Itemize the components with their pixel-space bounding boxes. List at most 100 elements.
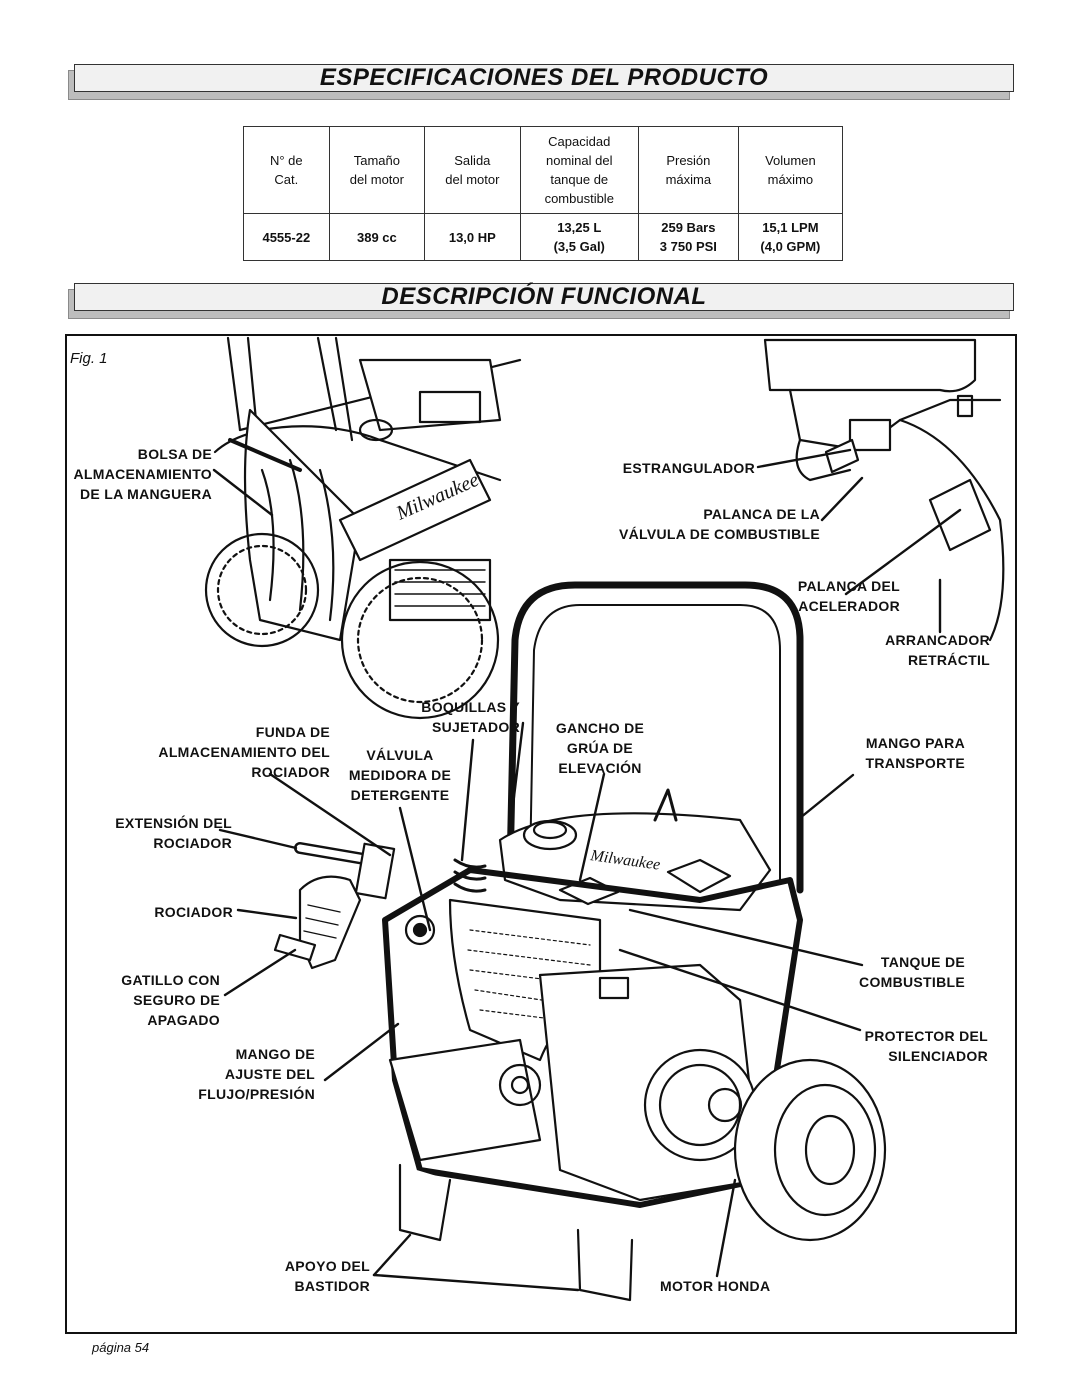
label-flow-pressure-knob: MANGO DE AJUSTE DEL FLUJO/PRESIÓN xyxy=(180,1044,315,1104)
label-line: ROCIADOR xyxy=(251,764,330,780)
label-muffler-guard: PROTECTOR DEL SILENCIADOR xyxy=(830,1026,988,1066)
label-line: RETRÁCTIL xyxy=(907,652,990,668)
cell-line: (3,5 Gal) xyxy=(553,239,605,254)
label-line: MOTOR HONDA xyxy=(660,1278,771,1294)
label-line: COMBUSTIBLE xyxy=(859,974,965,990)
label-line: SILENCIADOR xyxy=(888,1048,988,1064)
header-line: Tamaño xyxy=(353,153,400,168)
header-engine-size: Tamaño del motor xyxy=(328,126,426,214)
figure-frame xyxy=(65,334,1017,1334)
label-choke: ESTRANGULADOR xyxy=(590,458,755,478)
label-trigger-lock: GATILLO CON SEGURO DE APAGADO xyxy=(90,970,220,1030)
banner-face: ESPECIFICACIONES DEL PRODUCTO xyxy=(74,64,1014,92)
hose-bag-inset: Milwaukee xyxy=(204,336,522,720)
label-line: ELEVACIÓN xyxy=(558,760,642,776)
label-line: GATILLO CON xyxy=(121,972,220,988)
label-line: ROCIADOR xyxy=(154,904,233,920)
label-line: ALMACENAMIENTO xyxy=(73,466,212,482)
cell-engine-output: 13,0 HP xyxy=(424,213,521,261)
cell-line: (4,0 GPM) xyxy=(760,239,821,254)
label-line: AJUSTE DEL xyxy=(224,1066,315,1082)
header-max-pressure: Presión máxima xyxy=(637,126,739,214)
label-line: BOQUILLAS Y xyxy=(421,699,520,715)
header-line: del motor xyxy=(349,172,404,187)
label-line: APOYO DEL xyxy=(284,1258,370,1274)
label-line: TANQUE DE xyxy=(880,954,965,970)
figure-label: Fig. 1 xyxy=(70,350,108,367)
label-line: SEGURO DE xyxy=(133,992,220,1008)
label-line: SUJETADOR xyxy=(431,719,520,735)
label-spray-gun: ROCIADOR xyxy=(120,902,233,922)
label-line: GANCHO DE xyxy=(555,720,645,736)
engine-controls-inset xyxy=(763,338,1005,642)
header-line: Capacidad xyxy=(548,134,611,149)
label-nozzles-holder: BOQUILLAS Y SUJETADOR xyxy=(400,697,520,737)
label-hose-bag: BOLSA DE ALMACENAMIENTO DE LA MANGUERA xyxy=(60,444,212,504)
label-line: ESTRANGULADOR xyxy=(622,460,755,476)
label-line: VÁLVULA xyxy=(366,747,434,763)
label-line: DETERGENTE xyxy=(350,787,450,803)
label-line: DE LA MANGUERA xyxy=(79,486,212,502)
cell-tank-capacity: 13,25 L (3,5 Gal) xyxy=(519,213,639,261)
table-row: 4555-22 389 cc 13,0 HP 13,25 L (3,5 Gal)… xyxy=(243,213,844,261)
cell-cat: 4555-22 xyxy=(243,213,330,261)
label-line: BASTIDOR xyxy=(294,1278,370,1294)
label-spray-holster: FUNDA DE ALMACENAMIENTO DEL ROCIADOR xyxy=(130,722,330,782)
specs-section-banner: ESPECIFICACIONES DEL PRODUCTO xyxy=(68,64,1016,100)
label-detergent-valve: VÁLVULA MEDIDORA DE DETERGENTE xyxy=(335,745,465,805)
header-line: Salida xyxy=(454,153,491,168)
label-line: ROCIADOR xyxy=(153,835,232,851)
label-line: ACELERADOR xyxy=(798,598,900,614)
cell-line: 259 Bars xyxy=(661,220,716,235)
label-lifting-hook: GANCHO DE GRÚA DE ELEVACIÓN xyxy=(540,718,660,778)
main-machine: Milwaukee xyxy=(273,581,887,1302)
label-line: ALMACENAMIENTO DEL xyxy=(158,744,330,760)
header-line: Presión xyxy=(666,153,711,168)
label-fuel-valve-lever: PALANCA DE LA VÁLVULA DE COMBUSTIBLE xyxy=(560,504,820,544)
label-carry-handle: MANGO PARA TRANSPORTE xyxy=(830,733,965,773)
label-honda-engine: MOTOR HONDA xyxy=(660,1276,800,1296)
label-line: MEDIDORA DE xyxy=(348,767,452,783)
header-line: combustible xyxy=(544,191,614,206)
label-line: PALANCA DE LA xyxy=(703,506,820,522)
cell-max-pressure: 259 Bars 3 750 PSI xyxy=(637,213,739,261)
label-line: TRANSPORTE xyxy=(865,755,965,771)
header-line: máximo xyxy=(767,172,814,187)
label-throttle-lever: PALANCA DEL ACELERADOR xyxy=(740,576,900,616)
label-line: FUNDA DE xyxy=(255,724,330,740)
spec-table: N° de Cat. Tamaño del motor Salida del m… xyxy=(243,126,844,261)
label-line: MANGO PARA xyxy=(865,735,965,751)
label-line: GRÚA DE xyxy=(566,740,634,756)
cell-engine-size: 389 cc xyxy=(328,213,426,261)
cell-line: 13,25 L xyxy=(557,220,602,235)
cell-line: 3 750 PSI xyxy=(659,239,717,254)
label-frame-foot: APOYO DEL BASTIDOR xyxy=(250,1256,370,1296)
label-line: PALANCA DEL xyxy=(797,578,900,594)
header-max-volume: Volumen máximo xyxy=(737,126,844,214)
label-line: FLUJO/PRESIÓN xyxy=(198,1086,315,1102)
header-tank-capacity: Capacidad nominal del tanque de combusti… xyxy=(519,126,639,214)
callout-leaders xyxy=(212,448,962,1292)
header-line: máxima xyxy=(665,172,712,187)
description-section-banner: DESCRIPCIÓN FUNCIONAL xyxy=(68,283,1016,319)
header-line: tanque de xyxy=(550,172,609,187)
header-line: N° de xyxy=(269,153,303,168)
label-line: APAGADO xyxy=(147,1012,220,1028)
banner-face: DESCRIPCIÓN FUNCIONAL xyxy=(74,283,1014,311)
label-spray-extension: EXTENSIÓN DEL ROCIADOR xyxy=(80,813,232,853)
header-line: Cat. xyxy=(274,172,299,187)
label-line: BOLSA DE xyxy=(137,446,212,462)
specs-title: ESPECIFICACIONES DEL PRODUCTO xyxy=(319,64,769,91)
label-fuel-tank: TANQUE DE COMBUSTIBLE xyxy=(835,952,965,992)
cell-max-volume: 15,1 LPM (4,0 GPM) xyxy=(737,213,844,261)
label-line: VÁLVULA DE COMBUSTIBLE xyxy=(618,526,820,542)
header-line: Volumen xyxy=(765,153,816,168)
description-title: DESCRIPCIÓN FUNCIONAL xyxy=(381,283,707,310)
label-line: ARRANCADOR xyxy=(885,632,990,648)
header-line: del motor xyxy=(445,172,500,187)
label-line: EXTENSIÓN DEL xyxy=(115,815,232,831)
label-line: MANGO DE xyxy=(235,1046,315,1062)
label-line: PROTECTOR DEL xyxy=(864,1028,988,1044)
header-line: nominal del xyxy=(546,153,613,168)
